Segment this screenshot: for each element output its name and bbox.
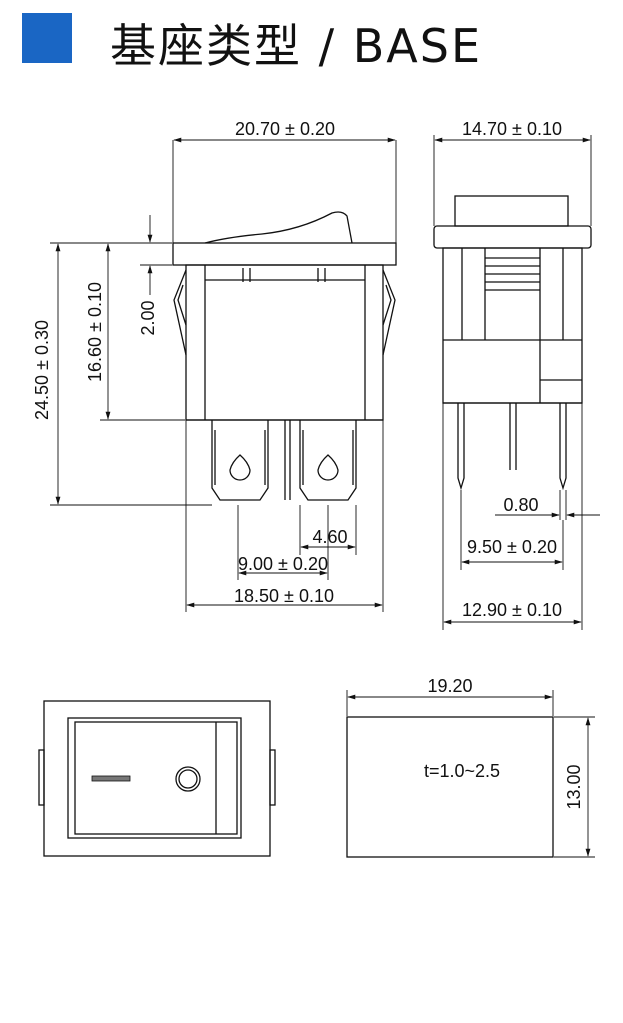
header: 基座类型 / BASE	[0, 0, 623, 80]
dim-total-height: 24.50 ± 0.30	[32, 320, 52, 420]
dim-body-height: 16.60 ± 0.10	[85, 282, 105, 382]
panel-cutout	[346, 716, 554, 858]
dim-front-width: 14.70 ± 0.10	[462, 119, 562, 139]
side-dimension-lines	[50, 137, 397, 612]
dim-pin-spacing: 9.50 ± 0.20	[467, 537, 557, 557]
page-title: 基座类型 / BASE	[110, 19, 483, 73]
dim-cutout-height: 13.00	[564, 764, 584, 809]
cutout-dimension-lines	[346, 690, 595, 858]
accent-square	[22, 13, 72, 63]
top-view	[38, 700, 276, 857]
dim-cutout-width: 19.20	[427, 676, 472, 696]
front-dimension-lines	[433, 135, 600, 630]
dim-side-width: 20.70 ± 0.20	[235, 119, 335, 139]
dim-terminal-spacing: 9.00 ± 0.20	[238, 554, 328, 574]
dim-terminal-width: 4.60	[312, 527, 347, 547]
dim-pin-thickness: 0.80	[503, 495, 538, 515]
dim-front-body-width: 12.90 ± 0.10	[462, 600, 562, 620]
panel-thickness-label: t=1.0~2.5	[424, 761, 500, 781]
front-view	[433, 195, 592, 491]
dim-rocker-height: 2.00	[138, 300, 158, 335]
side-view	[172, 211, 397, 501]
dim-body-depth: 18.50 ± 0.10	[234, 586, 334, 606]
